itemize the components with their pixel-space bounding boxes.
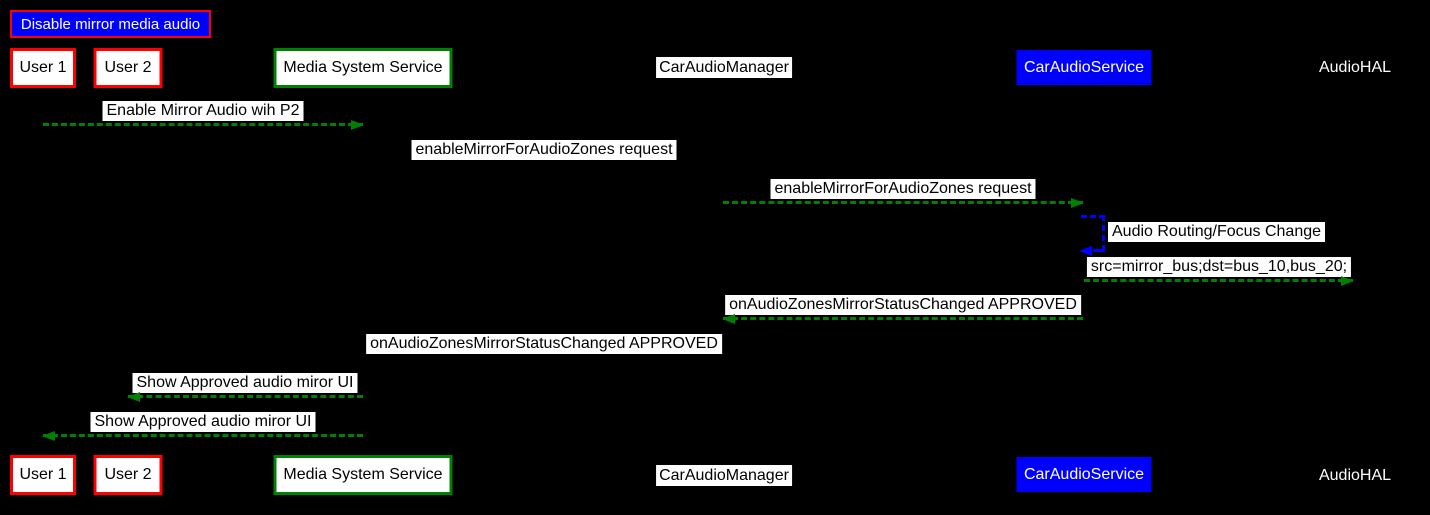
participant-label: AudioHAL: [1318, 59, 1392, 76]
self-loop-right-line: [1102, 215, 1105, 251]
participant-car-audio-service-top: CarAudioService: [1016, 50, 1152, 85]
participant-label: CarAudioService: [1023, 58, 1145, 76]
message-arrow-line: [128, 395, 363, 398]
message-arrowhead-icon: [42, 431, 55, 441]
participant-label: AudioHAL: [1318, 467, 1392, 484]
message-label: src=mirror_bus;dst=bus_10,bus_20;: [1086, 257, 1352, 277]
participant-label: Media System Service: [283, 466, 443, 483]
message-label: enableMirrorForAudioZones request: [411, 140, 677, 160]
message-arrow-line: [723, 201, 1083, 204]
participant-label: Media System Service: [283, 59, 443, 76]
diagram-title: Disable mirror media audio: [10, 10, 211, 38]
participant-user2-bottom: User 2: [93, 455, 163, 495]
participant-label: CarAudioManager: [659, 59, 789, 76]
self-loop-bottom-line: [1093, 249, 1105, 252]
message-label: Enable Mirror Audio wih P2: [102, 101, 304, 121]
message-arrow-line: [43, 123, 363, 126]
participant-label: CarAudioService: [1023, 465, 1145, 483]
message-label: Show Approved audio miror UI: [90, 412, 316, 432]
message-arrowhead-icon: [1341, 276, 1354, 286]
participant-user2-top: User 2: [93, 48, 163, 88]
participant-label: User 2: [104, 59, 152, 76]
participant-audio-hal-top: AudioHAL: [1319, 58, 1391, 78]
self-loop-top-line: [1081, 215, 1105, 218]
participant-label: User 2: [104, 466, 152, 483]
message-label: Audio Routing/Focus Change: [1108, 222, 1326, 242]
message-label: Show Approved audio miror UI: [132, 373, 358, 393]
self-loop-arrowhead-icon: [1079, 246, 1092, 256]
message-arrow-line: [43, 434, 363, 437]
message-label: onAudioZonesMirrorStatusChanged APPROVED: [725, 295, 1081, 315]
participant-label: User 1: [19, 466, 67, 483]
message-arrowhead-icon: [127, 392, 140, 402]
participant-car-audio-service-bottom: CarAudioService: [1016, 457, 1152, 492]
participant-media-system-service-top: Media System Service: [273, 48, 453, 88]
participant-user1-top: User 1: [10, 48, 76, 88]
message-arrowhead-icon: [1071, 198, 1084, 208]
participant-user1-bottom: User 1: [10, 455, 76, 495]
participant-car-audio-manager-bottom: CarAudioManager: [656, 465, 792, 486]
message-label: onAudioZonesMirrorStatusChanged APPROVED: [366, 334, 722, 354]
participant-label: CarAudioManager: [659, 467, 789, 484]
message-arrowhead-icon: [351, 120, 364, 130]
participant-car-audio-manager-top: CarAudioManager: [656, 57, 792, 78]
message-arrow-line: [723, 317, 1083, 320]
message-label: enableMirrorForAudioZones request: [770, 179, 1036, 199]
message-arrowhead-icon: [722, 314, 735, 324]
participant-media-system-service-bottom: Media System Service: [273, 455, 453, 495]
participant-label: User 1: [19, 59, 67, 76]
participant-audio-hal-bottom: AudioHAL: [1319, 466, 1391, 486]
message-arrow-line: [1084, 279, 1353, 282]
